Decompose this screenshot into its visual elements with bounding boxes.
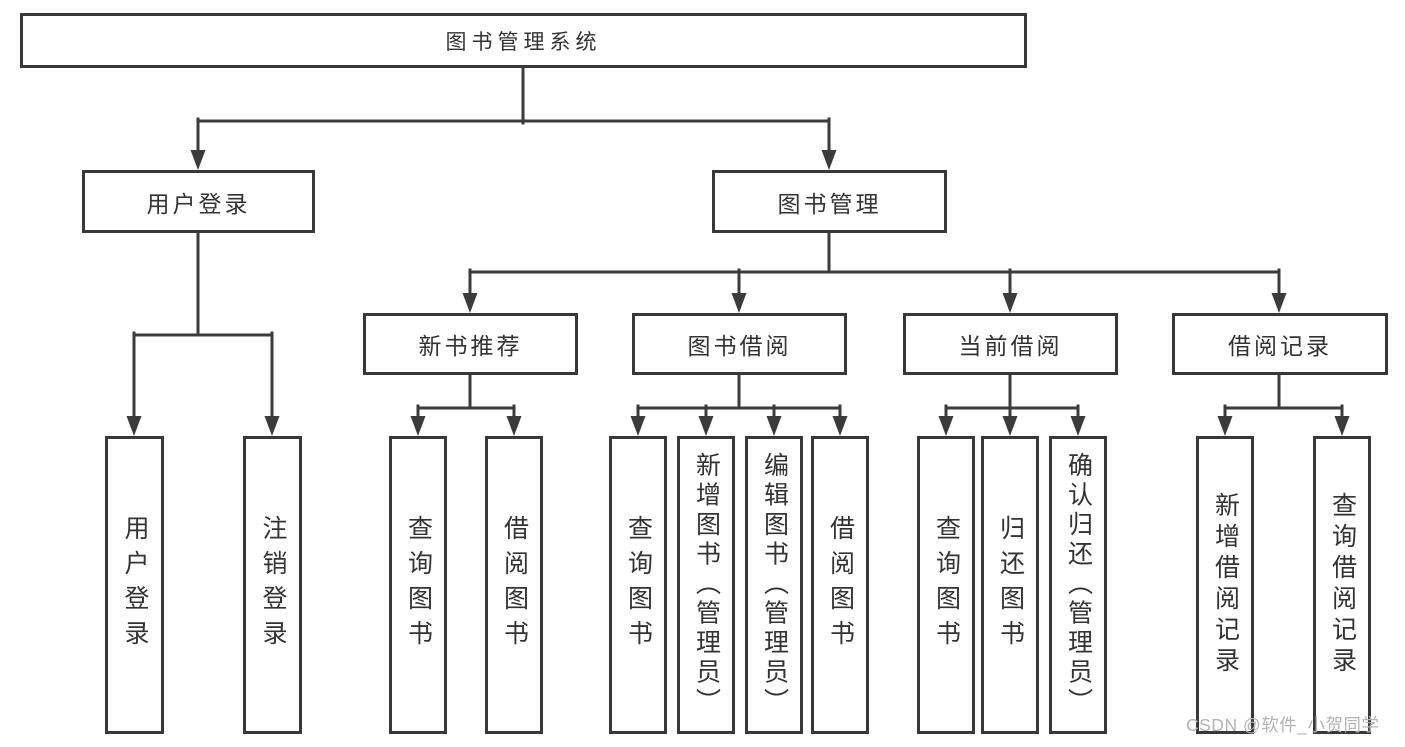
leaf-query-books-current: 查询图书 xyxy=(917,436,975,734)
node-book-management-system: 图书管理系统 xyxy=(20,13,1027,68)
node-label: 图书借阅 xyxy=(687,333,792,359)
node-current-borrowing: 当前借阅 xyxy=(903,313,1118,375)
leaf-edit-books-admin: 编辑图书（管理员） xyxy=(745,436,803,734)
node-label: 编辑图书（管理员） xyxy=(760,452,789,718)
node-borrow-records: 借阅记录 xyxy=(1172,313,1388,375)
leaf-query-borrow-record: 查询借阅记录 xyxy=(1313,436,1371,734)
node-label: 确认归还（管理员） xyxy=(1064,452,1093,718)
leaf-user-login: 用户登录 xyxy=(105,436,164,734)
node-user-login: 用户登录 xyxy=(82,170,315,233)
node-label: 注销登录 xyxy=(259,515,287,655)
node-label: 查询借阅记录 xyxy=(1328,492,1357,678)
node-label: 当前借阅 xyxy=(958,333,1063,359)
node-new-book-recommend: 新书推荐 xyxy=(363,313,578,375)
node-label: 借阅图书 xyxy=(826,515,855,655)
node-label: 查询图书 xyxy=(404,515,433,655)
node-label: 用户登录 xyxy=(146,190,251,217)
node-label: 新增借阅记录 xyxy=(1211,492,1240,678)
watermark-text: CSDN @软件_小贺同学 xyxy=(1186,715,1380,735)
node-label: 图书管理 xyxy=(777,190,882,217)
leaf-add-books-admin: 新增图书（管理员） xyxy=(677,436,735,734)
node-label: 新书推荐 xyxy=(418,333,523,359)
leaf-query-books-borrowing: 查询图书 xyxy=(609,436,667,734)
leaf-logout: 注销登录 xyxy=(243,436,302,734)
node-label: 借阅图书 xyxy=(500,515,529,655)
node-label: 查询图书 xyxy=(624,515,653,655)
leaf-return-books: 归还图书 xyxy=(981,436,1039,734)
node-label: 借阅记录 xyxy=(1228,333,1332,359)
node-label: 查询图书 xyxy=(932,515,961,655)
leaf-borrow-books: 借阅图书 xyxy=(811,436,869,734)
node-label: 用户登录 xyxy=(121,515,149,655)
leaf-query-books-recommend: 查询图书 xyxy=(389,436,447,734)
node-book-management: 图书管理 xyxy=(712,170,947,233)
node-label: 图书管理系统 xyxy=(445,30,602,54)
leaf-borrow-books-recommend: 借阅图书 xyxy=(485,436,543,734)
node-book-borrowing: 图书借阅 xyxy=(632,313,847,375)
leaf-add-borrow-record: 新增借阅记录 xyxy=(1196,436,1254,734)
node-label: 新增图书（管理员） xyxy=(692,452,721,718)
node-label: 归还图书 xyxy=(996,515,1025,655)
leaf-confirm-return-admin: 确认归还（管理员） xyxy=(1049,436,1107,734)
